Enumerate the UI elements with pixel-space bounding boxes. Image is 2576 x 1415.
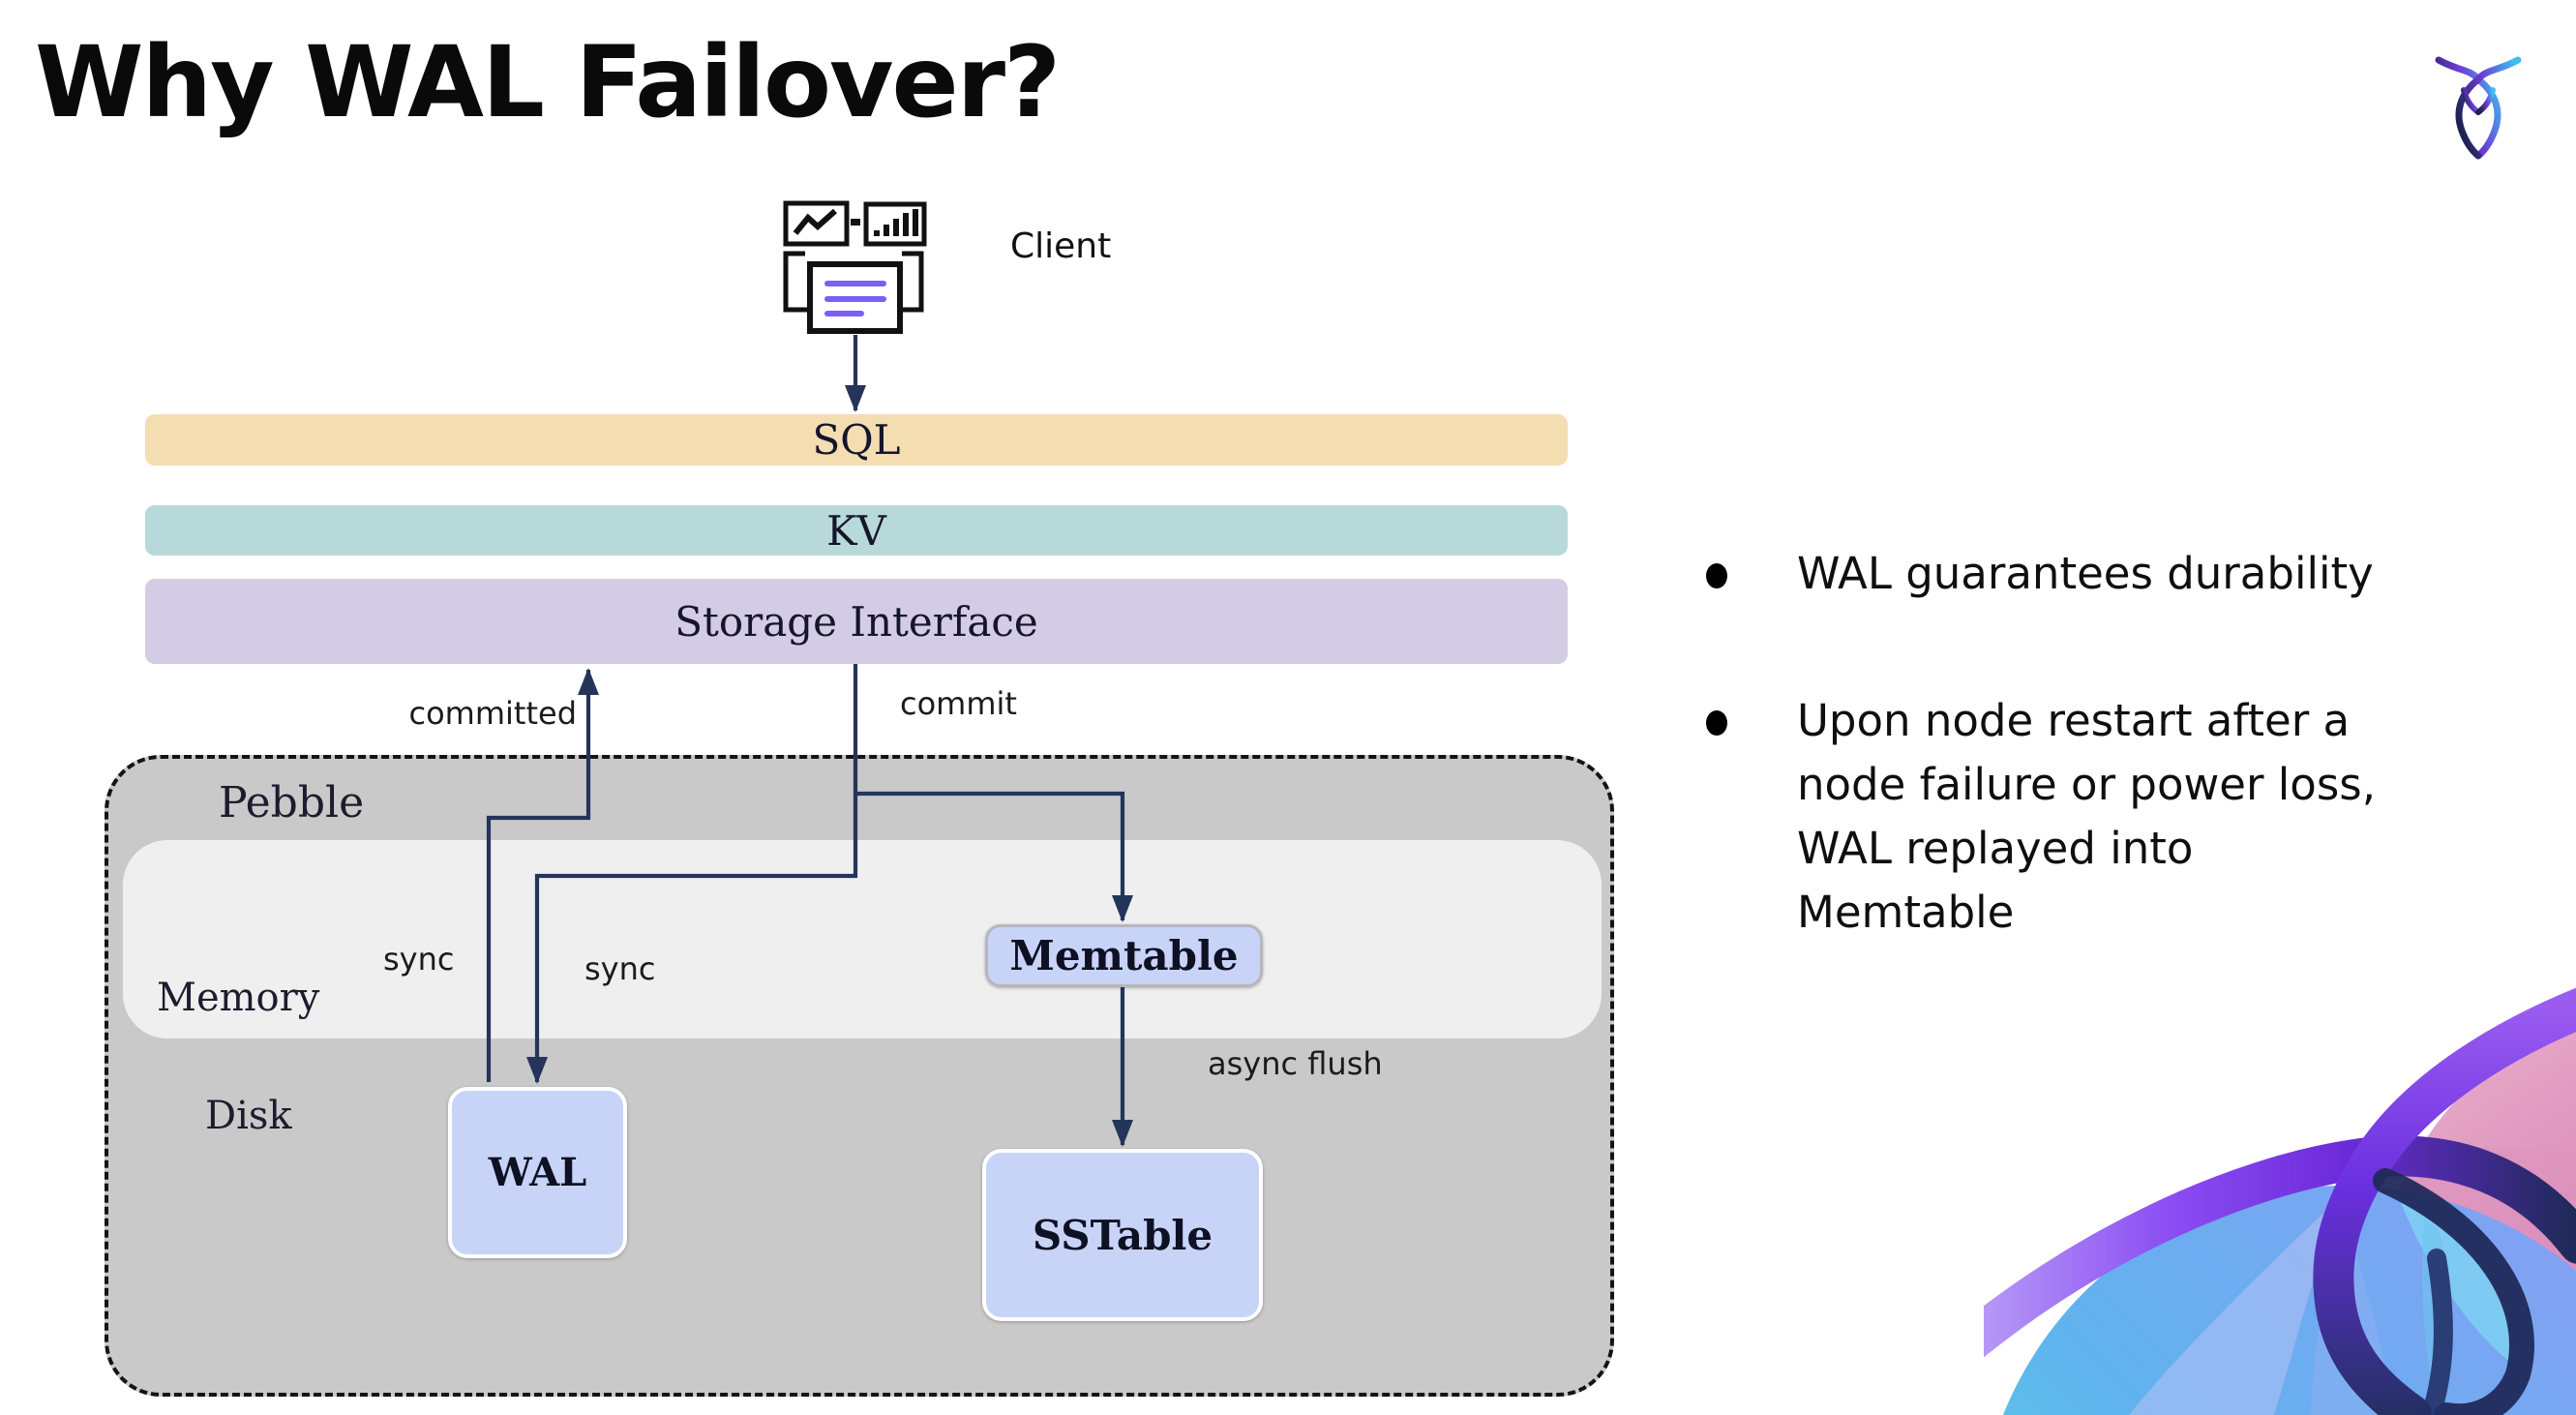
memtable-node-label: Memtable <box>1009 932 1239 979</box>
wal-node: WAL <box>448 1087 627 1258</box>
dash-icon <box>851 219 860 226</box>
sstable-node: SSTable <box>982 1149 1263 1321</box>
layer-bar-sql-label: SQL <box>812 416 901 464</box>
line-chart-icon <box>783 200 850 247</box>
layer-bar-storage-label: Storage Interface <box>674 597 1038 646</box>
client-icon <box>783 200 927 334</box>
list-item: Upon node restart after a node failure o… <box>1706 689 2422 945</box>
cockroachdb-logo-icon <box>2435 56 2522 160</box>
client-label: Client <box>1010 226 1112 266</box>
document-icon <box>783 251 924 334</box>
edge-label-commit: commit <box>900 685 1017 722</box>
bullet-dot <box>1706 563 1727 588</box>
memtable-node: Memtable <box>985 924 1263 987</box>
art-arc-dome <box>1984 1135 2576 1358</box>
art-leaf-inner <box>2421 1249 2453 1415</box>
page-title: Why WAL Failover? <box>35 25 1061 140</box>
edge-label-sync-right: sync <box>584 950 656 987</box>
memory-zone-label: Memory <box>157 976 320 1020</box>
art-leaf-outline <box>2373 1168 2534 1415</box>
wal-node-label: WAL <box>488 1150 587 1195</box>
layer-bar-sql: SQL <box>145 414 1568 466</box>
layer-bar-kv: KV <box>145 505 1568 556</box>
bullet-dot <box>1706 710 1727 736</box>
bar-chart-icon <box>863 201 927 247</box>
bullet-text: Upon node restart after a node failure o… <box>1797 695 2377 938</box>
bullet-list: WAL guarantees durability Upon node rest… <box>1706 542 2422 1028</box>
art-blue-sphere <box>2003 1186 2576 1415</box>
art-arc-stem <box>2313 987 2576 1415</box>
disk-zone-label: Disk <box>205 1094 292 1138</box>
cockroach-abstract-art <box>1984 987 2576 1415</box>
pebble-label: Pebble <box>219 778 365 828</box>
layer-bar-kv-label: KV <box>826 506 886 555</box>
list-item: WAL guarantees durability <box>1706 542 2422 606</box>
bullet-text: WAL guarantees durability <box>1797 548 2374 599</box>
sstable-node-label: SSTable <box>1032 1211 1213 1259</box>
edge-label-committed: committed <box>408 695 578 732</box>
edge-label-async-flush: async flush <box>1208 1045 1383 1082</box>
layer-bar-storage-interface: Storage Interface <box>145 579 1568 664</box>
edge-label-sync-left: sync <box>383 941 455 978</box>
memory-zone <box>123 840 1602 1039</box>
